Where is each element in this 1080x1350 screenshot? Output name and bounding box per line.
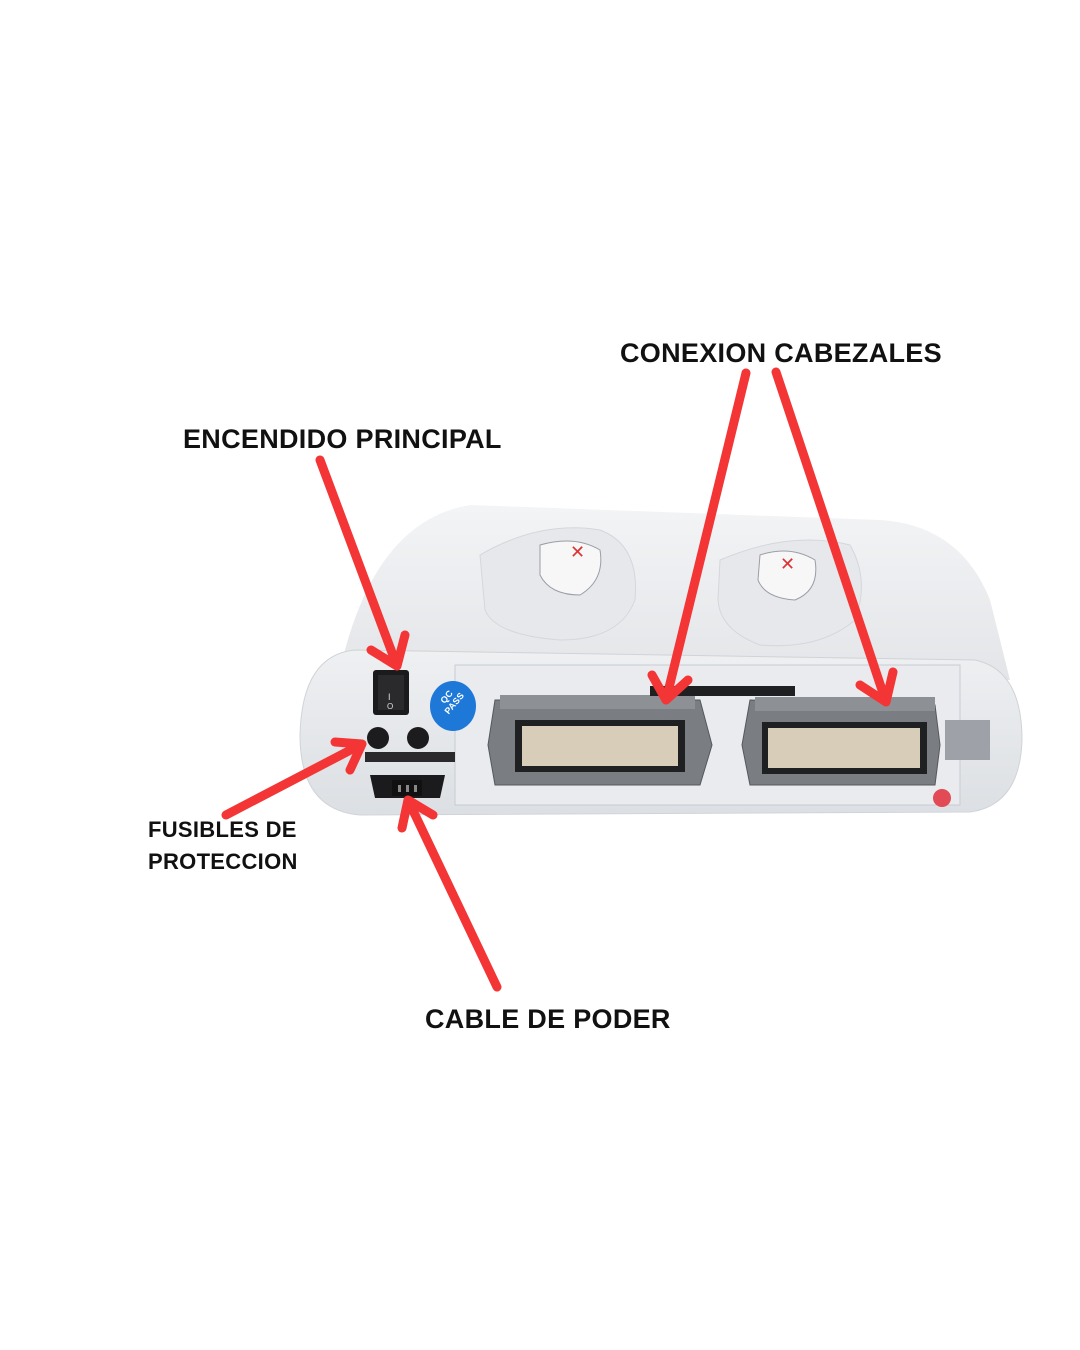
arrow-main-power [315,455,410,671]
label-fuses: FUSIBLES DE PROTECCION [148,814,298,878]
cradle-right: ✕ [717,539,862,647]
arrow-fuses [221,737,367,820]
label-main-power: ENCENDIDO PRINCIPAL [183,424,502,454]
head-connector-right [741,697,941,786]
svg-text:✕: ✕ [780,554,795,574]
arrows [221,367,898,992]
label-head-connection: CONEXION CABEZALES [620,338,942,368]
svg-text:✕: ✕ [570,542,585,562]
arrow-power-cable [397,795,502,992]
arrow-head-connection-left [647,368,751,705]
qc-pass-badge [430,681,476,731]
arrow-head-connection-right [771,367,898,707]
label-fuses-line2: PROTECCION [148,849,298,874]
fuse-right [407,727,429,749]
cradle-left: ✕ [479,527,637,641]
svg-text:O: O [387,702,393,711]
power-inlet [370,775,445,798]
head-connector-left [487,695,713,786]
svg-text:I: I [388,692,391,702]
label-fuses-line1: FUSIBLES DE [148,817,297,842]
label-power-cable: CABLE DE PODER [425,1004,671,1034]
fuse-left [367,727,389,749]
power-switch: I O [373,670,409,715]
